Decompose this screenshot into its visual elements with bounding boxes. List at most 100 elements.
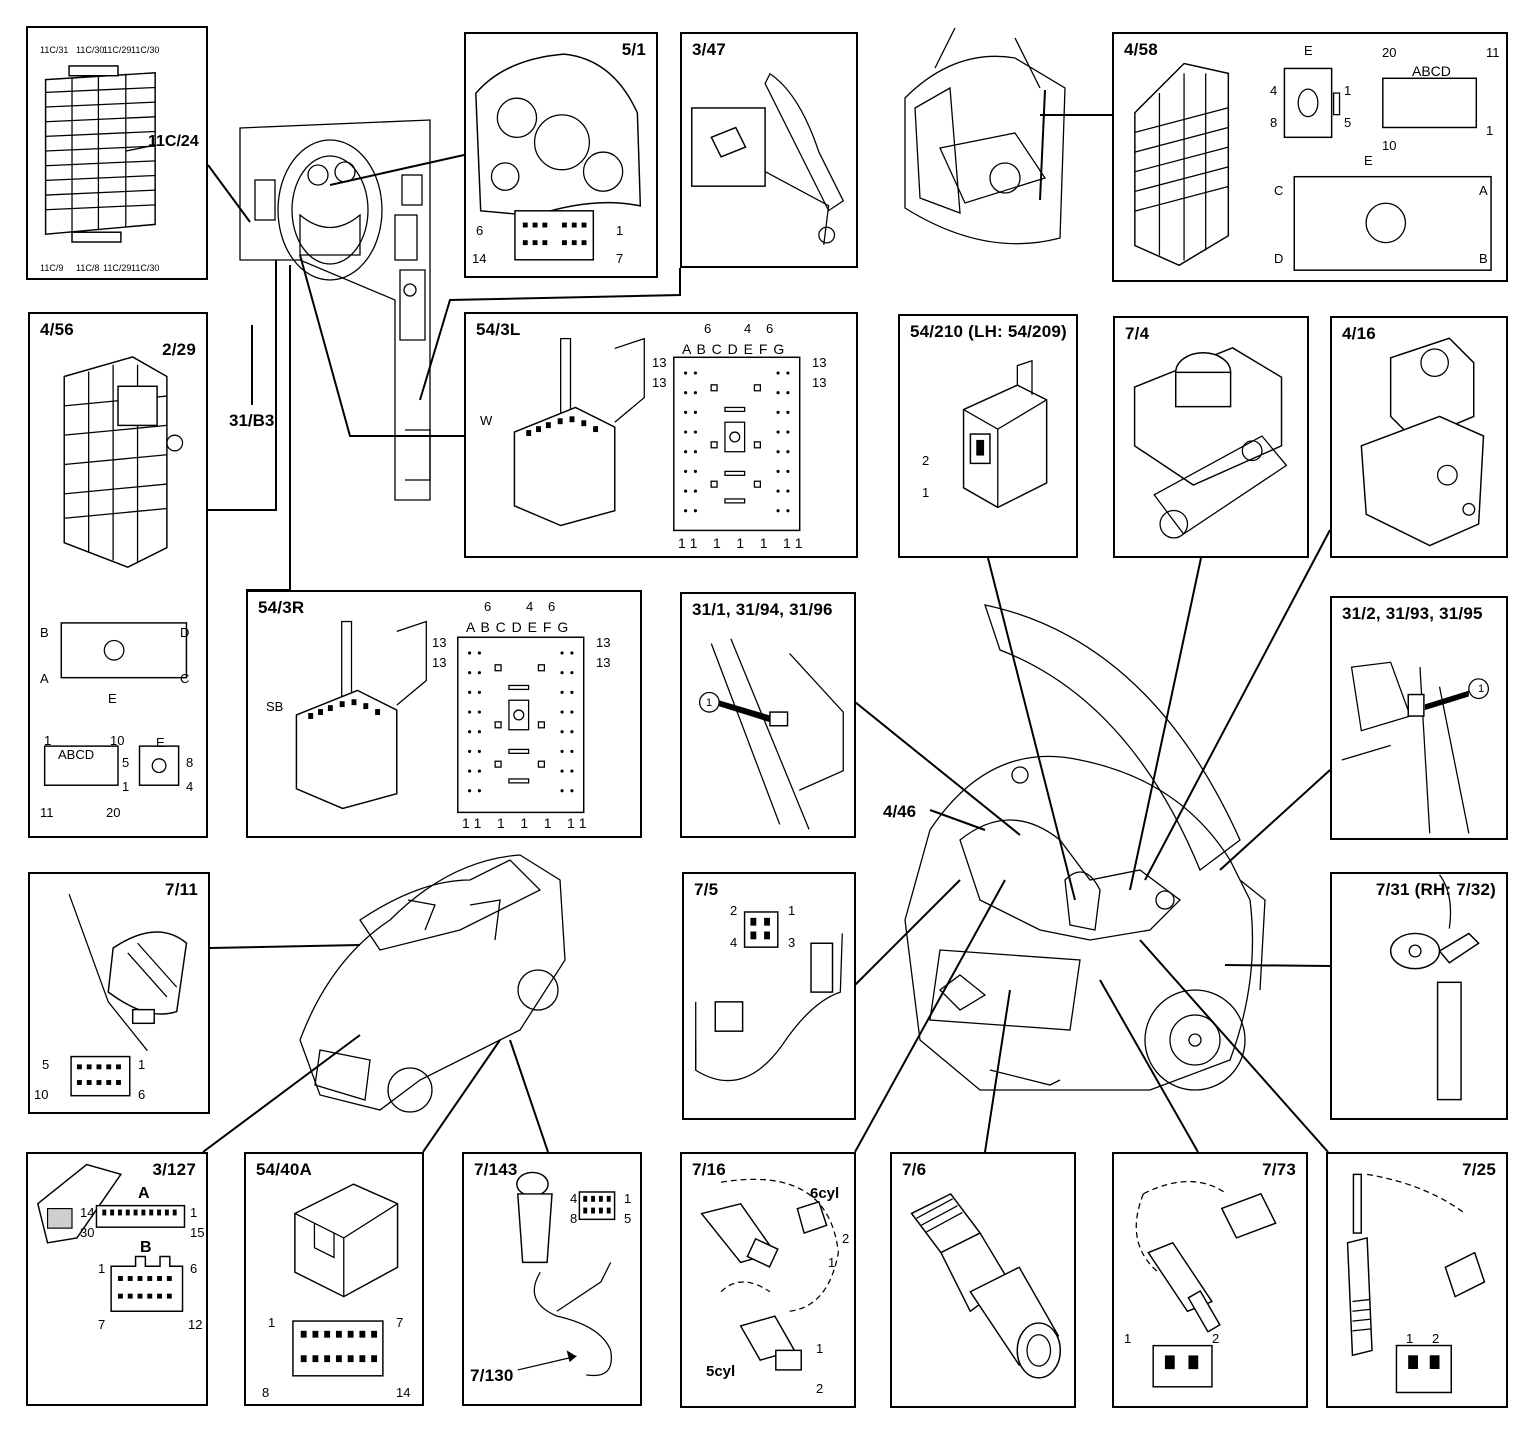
pin-14: 14	[396, 1385, 411, 1400]
pin-1-b: 1	[816, 1341, 824, 1356]
throttle-module-illustration	[1360, 337, 1485, 547]
pin-1: 1	[616, 223, 624, 238]
coolant-temp-sensor-illustration	[700, 1178, 840, 1371]
dashboard-illustration	[239, 119, 431, 501]
panel-4-58: 4/58 E 4 1 8 5 20 ABCD 11 10 1 E C A D B	[1112, 32, 1508, 282]
engine-bay-top-illustration	[904, 28, 1066, 245]
panel-54-3l: 54/3L W A B C D E F G 6 4 6 13 13 13 13 …	[464, 312, 858, 558]
panel-title: 7/31 (RH: 7/32)	[1375, 880, 1496, 899]
fuse-top-1: 11C/31	[40, 45, 69, 55]
pin-14: 14	[472, 251, 487, 266]
pin-5: 5	[624, 1211, 632, 1226]
fuse-bottom-1: 11C/9	[40, 263, 64, 273]
panel-7-5: 7/5 2 1 4 3	[682, 872, 856, 1120]
panel-5-1: 5/1 6 1 14 7	[464, 32, 658, 278]
pin-4: 4	[730, 935, 738, 950]
central-electronic-module-illustration	[1134, 62, 1492, 271]
pin-15: 15	[190, 1225, 205, 1240]
ground-marker: 1	[1478, 683, 1485, 695]
ground-point-left-illustration	[698, 638, 844, 830]
pin-d: D	[180, 625, 190, 640]
pin-6-a: 6	[704, 321, 712, 336]
pin-1: 1	[624, 1191, 632, 1206]
pin-1: 1	[44, 733, 52, 748]
pin-6-b: 6	[548, 599, 556, 614]
pin-d: D	[1274, 251, 1284, 266]
pin-2: 2	[1212, 1331, 1220, 1346]
pin-11: 11	[40, 805, 54, 820]
fuse-bottom-4: 11C/30	[131, 263, 160, 273]
brake-fluid-reservoir-illustration	[1133, 347, 1288, 539]
pin-10: 10	[110, 733, 125, 748]
panel-54-3r: 54/3R SB A B C D E F G 6 4 6 13 13 13 13…	[246, 590, 642, 838]
pin-4: 4	[744, 321, 752, 336]
panel-title: 7/5	[694, 880, 719, 899]
panel-31-1: 31/1, 31/94, 31/96 1	[680, 592, 856, 838]
connector-54-210-illustration	[962, 359, 1048, 509]
column-letters: A B C D E F G	[682, 341, 785, 357]
wheel-speed-sensor-illustration	[1389, 874, 1480, 1101]
label-5cyl: 5cyl	[706, 1363, 736, 1380]
ground-marker: 1	[706, 697, 713, 709]
pin-b: B	[40, 625, 49, 640]
pin-13-c: 13	[596, 635, 611, 650]
pin-5: 5	[122, 755, 130, 770]
fuse-top-2: 11C/30	[76, 45, 105, 55]
pin-c: C	[180, 671, 190, 686]
pin-10: 10	[34, 1087, 49, 1102]
pin-abcd: ABCD	[1412, 63, 1451, 79]
pin-1-b: 1	[122, 779, 130, 794]
pin-13-b: 13	[652, 375, 667, 390]
panel-7-31: 7/31 (RH: 7/32)	[1330, 872, 1508, 1120]
pin-e-2: E	[156, 735, 165, 750]
pin-2-b: 2	[816, 1381, 824, 1396]
pin-2: 2	[922, 453, 930, 468]
connector-54-3r-illustration	[295, 620, 585, 814]
relay-box-illustration	[43, 356, 188, 786]
pin-1: 1	[268, 1315, 276, 1330]
pin-13-a: 13	[432, 635, 447, 650]
panel-title: 31/1, 31/94, 31/96	[692, 600, 833, 619]
panel-7-11: 7/11 5 1 10 6	[28, 872, 210, 1114]
panel-title: 54/3L	[476, 320, 521, 339]
fuse-bottom-2: 11C/8	[76, 263, 100, 273]
pin-8: 8	[570, 1211, 578, 1226]
panel-title: 7/16	[692, 1160, 726, 1179]
connector-54-3l-illustration	[513, 337, 801, 532]
pin-1: 1	[922, 485, 930, 500]
pin-6-a: 6	[484, 599, 492, 614]
park-brake-lever-illustration	[691, 72, 845, 245]
fuse-block-illustration	[44, 65, 156, 243]
pin-b: B	[1479, 251, 1488, 266]
pin-8: 8	[186, 755, 194, 770]
panel-title: 7/25	[1462, 1160, 1496, 1179]
pin-2: 2	[842, 1231, 850, 1246]
panel-title: 3/47	[692, 40, 726, 59]
pin-6-b: 6	[766, 321, 774, 336]
pin-1: 1	[190, 1205, 198, 1220]
label-6cyl: 6cyl	[810, 1185, 840, 1202]
pin-e: E	[108, 691, 117, 706]
pin-a: A	[1479, 183, 1488, 198]
pin-6: 6	[138, 1087, 146, 1102]
pin-2: 2	[1432, 1331, 1440, 1346]
instrument-cluster-illustration	[475, 53, 642, 261]
panel-title: 4/16	[1342, 324, 1376, 343]
pin-30: 30	[80, 1225, 95, 1240]
pin-1: 1	[1406, 1331, 1414, 1346]
pin-12: 12	[188, 1317, 203, 1332]
panel-7-16: 7/16 6cyl 2 1 5cyl 1 2	[680, 1152, 856, 1408]
connector-a-label: A	[138, 1185, 150, 1202]
pin-8: 8	[1270, 115, 1278, 130]
pin-1: 1	[1344, 83, 1352, 98]
pin-e-2: E	[1364, 153, 1373, 168]
panel-54-210: 54/210 (LH: 54/209) 2 1	[898, 314, 1078, 558]
pin-13-b: 13	[432, 655, 447, 670]
ground-point-right-illustration	[1341, 661, 1490, 834]
panel-title: 3/127	[152, 1160, 196, 1179]
fuse-top-4: 11C/30	[131, 45, 160, 55]
panel-title: 54/3R	[258, 598, 305, 617]
panel-4-56: 4/56 2/29 B D A C E 1 ABCD 10 E 5 8 1 4 …	[28, 312, 208, 838]
air-temp-sensor-illustration	[1135, 1180, 1277, 1388]
